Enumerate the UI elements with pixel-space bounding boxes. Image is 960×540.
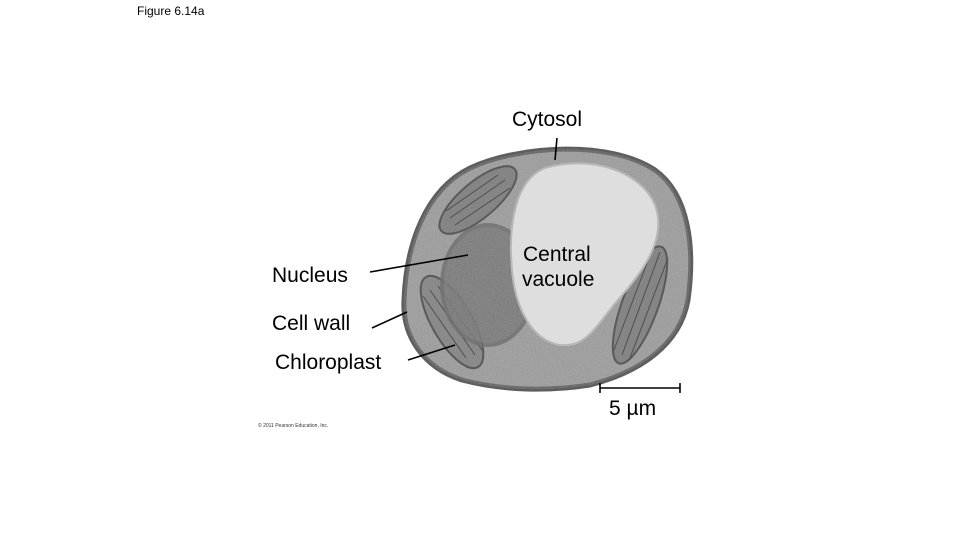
- label-central-vacuole-line1: Central: [523, 243, 591, 266]
- chloroplast-upper-left: [438, 165, 518, 235]
- label-nucleus: Nucleus: [272, 264, 348, 287]
- label-central-vacuole-line2: vacuole: [522, 268, 595, 291]
- label-cytosol: Cytosol: [512, 108, 583, 131]
- leader-cell-wall: [371, 311, 408, 329]
- label-cell-wall: Cell wall: [272, 312, 351, 335]
- copyright-notice: © 2011 Pearson Education, Inc.: [258, 423, 329, 429]
- scale-bar: [599, 383, 681, 393]
- label-scale-bar: 5 µm: [609, 397, 657, 420]
- leader-chloroplast: [407, 344, 456, 361]
- leader-nucleus: [369, 254, 469, 273]
- figure-title: Figure 6.14a: [137, 4, 205, 18]
- leader-cytosol: [554, 137, 558, 161]
- label-chloroplast: Chloroplast: [275, 351, 382, 374]
- central-vacuole: [509, 162, 660, 347]
- leader-lines: [369, 137, 558, 361]
